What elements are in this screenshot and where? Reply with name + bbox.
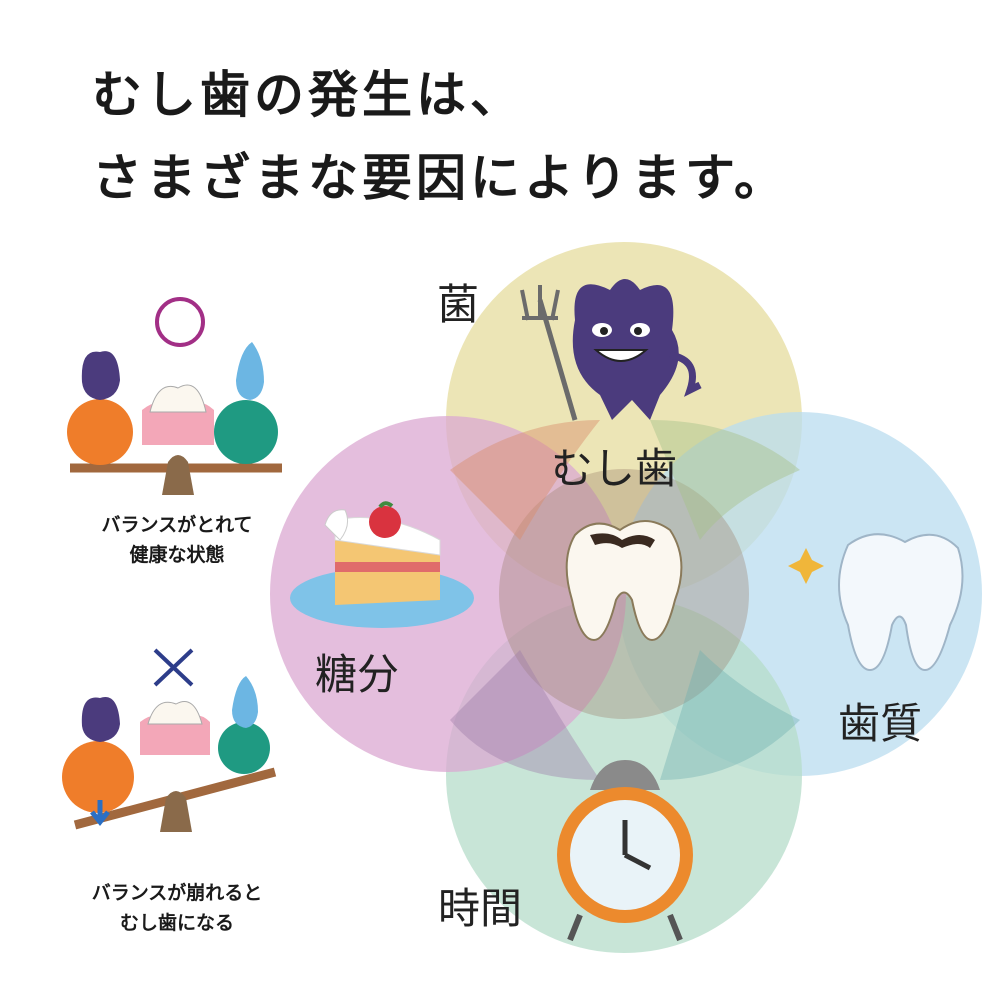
venn-label-sugar: 糖分 — [315, 650, 400, 699]
venn-label-bacteria: 菌 — [437, 280, 480, 329]
cake — [290, 501, 474, 628]
page-title-line-1: むし歯の発生は、 — [92, 66, 524, 124]
cavity-tooth — [565, 520, 683, 642]
overlap-top-right — [650, 420, 800, 540]
x-cross-mark — [153, 648, 194, 687]
decay-caption-line-2: むし歯になる — [119, 912, 234, 934]
venn-label-enamel: 歯質 — [838, 699, 923, 748]
decay-balance-illustration — [62, 648, 277, 832]
healthy-balance-illustration — [67, 297, 282, 495]
healthy-caption: バランスがとれて 健康な状態 — [52, 510, 302, 570]
healthy-tooth — [788, 533, 964, 672]
page-title-line-2: さまざまな要因によります。 — [92, 149, 788, 207]
healthy-caption-line-1: バランスがとれて — [101, 514, 253, 536]
overlap-bottom-left — [450, 650, 600, 780]
alarm-clock — [557, 760, 693, 942]
overlap-bottom-right — [660, 650, 800, 780]
venn-label-time: 時間 — [438, 884, 523, 933]
healthy-caption-line-2: 健康な状態 — [129, 544, 225, 566]
decay-caption-line-1: バランスが崩れると — [91, 882, 263, 904]
decay-caption: バランスが崩れると むし歯になる — [52, 878, 302, 938]
ok-circle-mark — [155, 297, 205, 347]
venn-label-center: むし歯 — [551, 444, 678, 493]
center-overlap — [499, 469, 749, 719]
overlap-top-left — [450, 420, 600, 540]
bacteria-character — [520, 279, 702, 421]
